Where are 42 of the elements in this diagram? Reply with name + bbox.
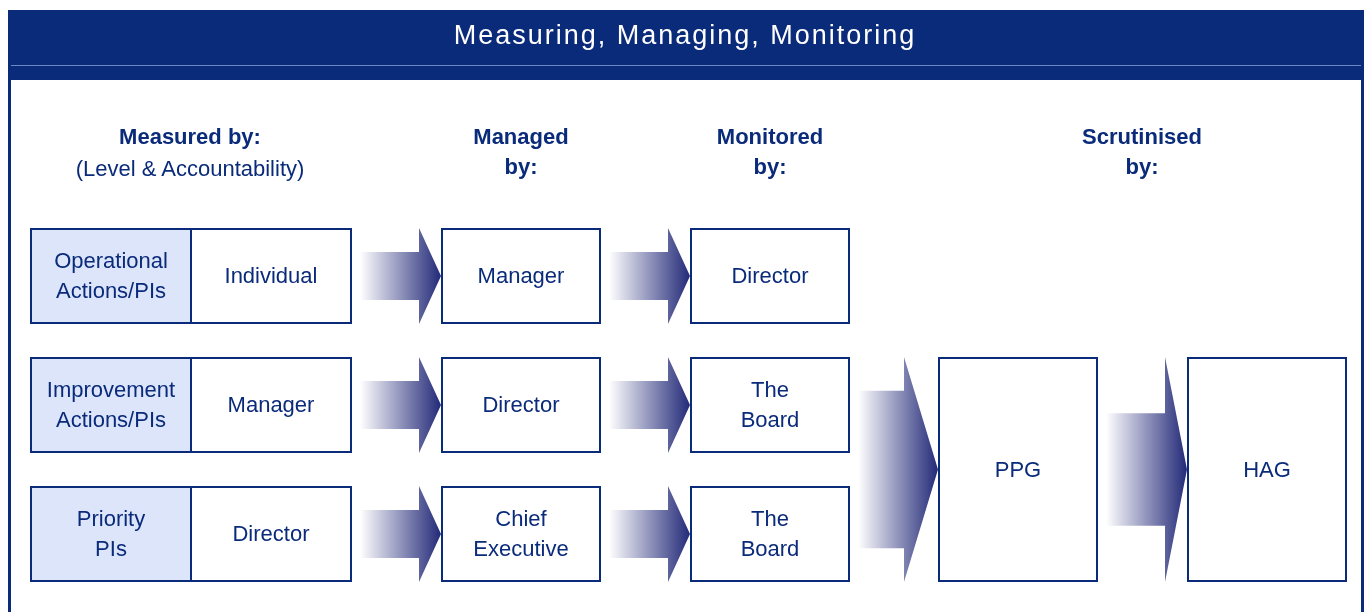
role-box: [441, 357, 601, 453]
block-arrow: [609, 228, 690, 324]
column-subheading: (Level & Accountability): [74, 155, 306, 183]
title: Measuring, Managing, Monitoring: [452, 20, 918, 51]
box-text: Director: [232, 520, 310, 549]
role-box: [190, 228, 352, 324]
box-text: Manager: [227, 391, 315, 420]
block-arrow: [360, 228, 441, 324]
box-text: Individual: [224, 262, 318, 291]
column-heading: Managed by:: [472, 123, 570, 181]
category-box: [30, 357, 192, 453]
column-heading: Scrutinised by:: [1081, 123, 1203, 181]
box-text: Improvement Actions/PIs: [45, 376, 177, 434]
role-box: [190, 486, 352, 582]
box-text: Chief Executive: [472, 505, 570, 563]
category-box: [30, 228, 192, 324]
box-text: The Board: [739, 376, 801, 434]
role-box: [690, 228, 850, 324]
block-arrow: [1106, 357, 1187, 582]
box-text: The Board: [739, 505, 801, 563]
box-text: Director: [731, 262, 809, 291]
role-box: [190, 357, 352, 453]
block-arrow: [360, 486, 441, 582]
box-text: Director: [482, 391, 560, 420]
box-text: Operational Actions/PIs: [53, 247, 169, 305]
column-heading: Monitored by:: [715, 123, 825, 181]
block-arrow: [609, 357, 690, 453]
column-heading: Measured by:: [118, 123, 262, 151]
role-box: [1187, 357, 1347, 582]
block-arrow: [360, 357, 441, 453]
box-text: PPG: [994, 455, 1042, 484]
role-box: [441, 228, 601, 324]
role-box: [441, 486, 601, 582]
block-arrow: [609, 486, 690, 582]
role-box: [938, 357, 1098, 582]
category-box: [30, 486, 192, 582]
block-arrow: [858, 357, 938, 582]
role-box: [690, 486, 850, 582]
box-text: Priority PIs: [75, 505, 147, 563]
box-text: Manager: [477, 262, 565, 291]
box-text: HAG: [1243, 455, 1291, 484]
role-box: [690, 357, 850, 453]
